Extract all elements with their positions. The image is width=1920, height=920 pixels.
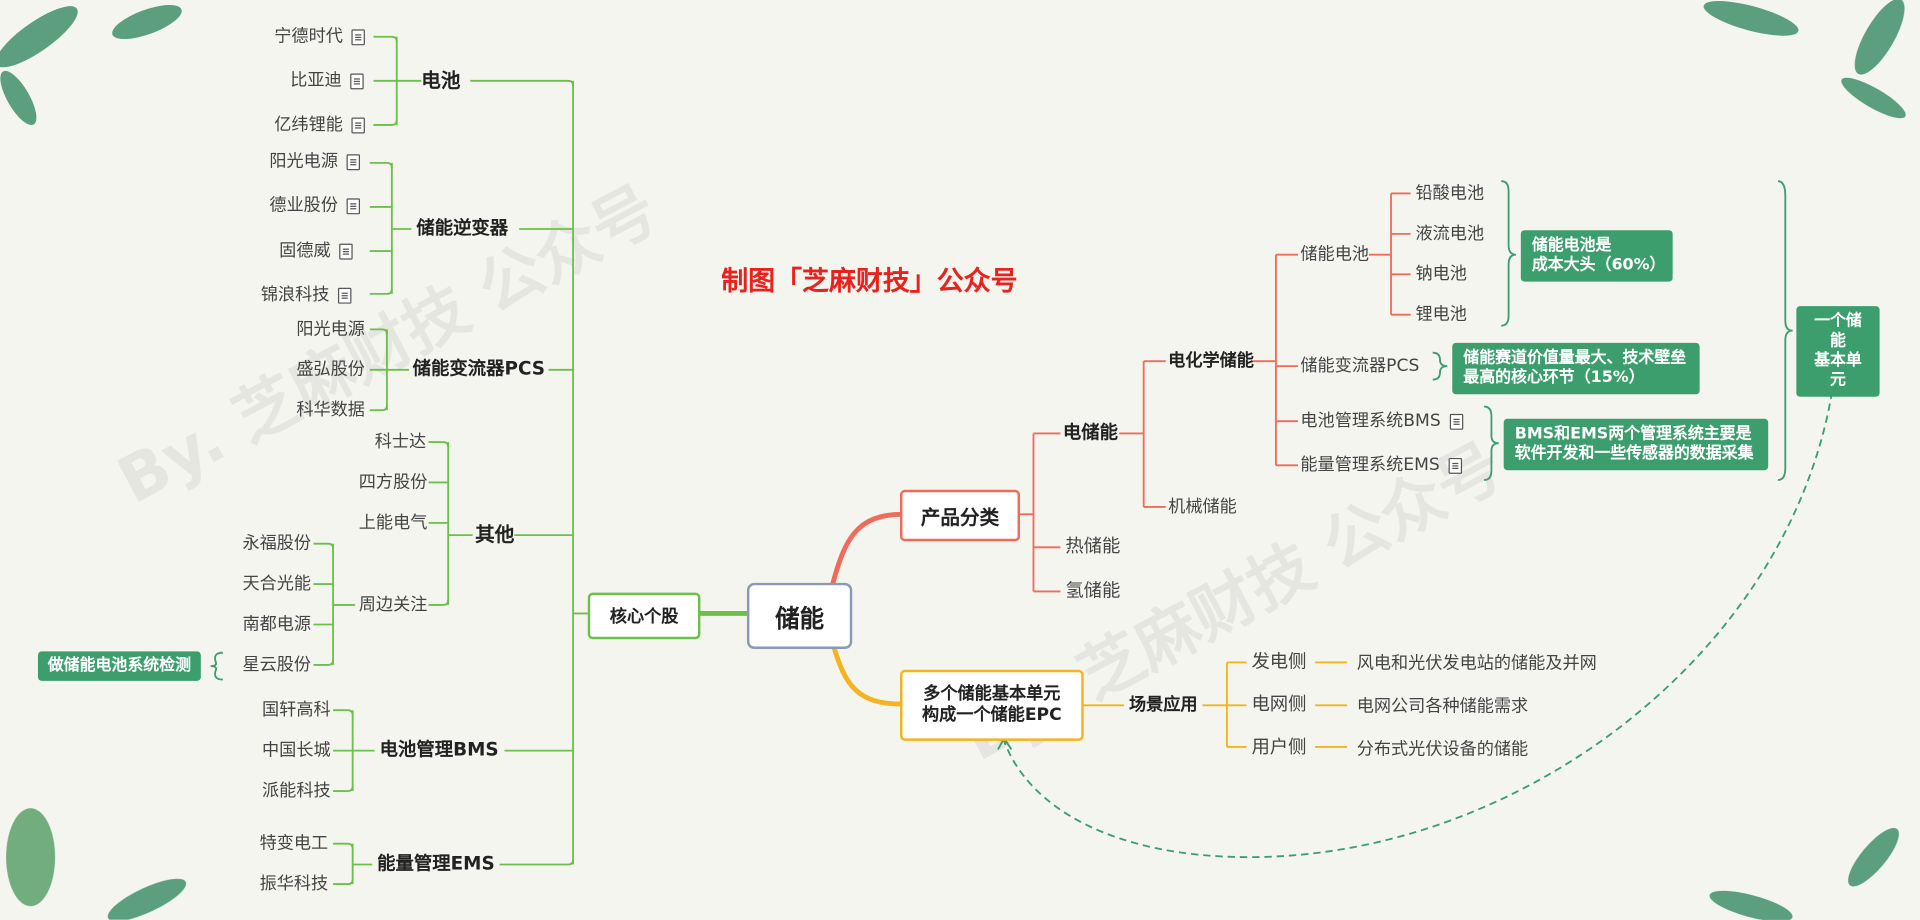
- branch-pcs[interactable]: 储能变流器PCS: [413, 360, 545, 378]
- note-doc-icon[interactable]: [339, 243, 352, 259]
- node-electric-storage[interactable]: 电储能: [1063, 424, 1118, 442]
- hub-core-stocks-label: 核心个股: [610, 604, 679, 628]
- branch-ems[interactable]: 能量管理EMS: [377, 855, 495, 873]
- note-battery-cost[interactable]: 储能电池是 成本大头（60%）: [1521, 230, 1673, 281]
- note-detection[interactable]: 做储能电池系统检测: [38, 651, 201, 680]
- stock-item[interactable]: 中国长城: [262, 742, 331, 759]
- note-pcs-value[interactable]: 储能赛道价值量最大、技术壁垒 最高的核心环节（15%）: [1452, 343, 1699, 394]
- stock-item[interactable]: 阳光电源: [296, 321, 365, 338]
- stock-item[interactable]: 固德威: [279, 242, 352, 259]
- hub-core-stocks[interactable]: 核心个股: [588, 593, 701, 640]
- cell-type[interactable]: 液流电池: [1416, 225, 1485, 242]
- stock-item[interactable]: 国轩高科: [262, 702, 331, 719]
- stock-item[interactable]: 振华科技: [260, 876, 329, 893]
- node-storage-battery[interactable]: 储能电池: [1300, 246, 1369, 263]
- note-doc-icon[interactable]: [347, 198, 360, 214]
- branch-battery[interactable]: 电池: [421, 71, 460, 91]
- center-node[interactable]: 储能: [747, 583, 852, 649]
- stock-item[interactable]: 阳光电源: [269, 153, 360, 170]
- cell-type[interactable]: 锂电池: [1416, 306, 1467, 323]
- note-basic-unit[interactable]: 一个储能 基本单元: [1796, 306, 1879, 397]
- node-pcs[interactable]: 储能变流器PCS: [1300, 358, 1419, 375]
- node-scenario[interactable]: 场景应用: [1129, 697, 1198, 714]
- stock-item[interactable]: 锦浪科技: [261, 287, 352, 304]
- note-doc-icon[interactable]: [1449, 413, 1462, 429]
- node-mechanical[interactable]: 机械储能: [1168, 498, 1237, 515]
- scenario-grid-desc: 电网公司各种储能需求: [1357, 698, 1528, 715]
- center-label: 储能: [775, 598, 824, 634]
- branch-inverter[interactable]: 储能逆变器: [416, 219, 508, 237]
- node-product-category[interactable]: 产品分类: [900, 490, 1020, 541]
- node-epc[interactable]: 多个储能基本单元 构成一个储能EPC: [900, 670, 1084, 741]
- branch-peripheral[interactable]: 周边关注: [359, 596, 428, 613]
- node-electrochemical[interactable]: 电化学储能: [1168, 353, 1254, 370]
- note-doc-icon[interactable]: [338, 287, 351, 303]
- stock-item[interactable]: 亿纬锂能: [274, 116, 365, 133]
- stock-item[interactable]: 宁德时代: [274, 28, 365, 45]
- node-hydrogen-storage[interactable]: 氢储能: [1065, 582, 1120, 600]
- stock-item[interactable]: 南都电源: [242, 616, 311, 633]
- stock-item[interactable]: 科华数据: [296, 402, 365, 419]
- node-ems[interactable]: 能量管理系统EMS: [1300, 457, 1461, 474]
- note-doc-icon[interactable]: [347, 154, 360, 170]
- cell-type[interactable]: 钠电池: [1416, 266, 1467, 283]
- scenario-user-desc: 分布式光伏设备的储能: [1357, 741, 1528, 758]
- stock-item[interactable]: 永福股份: [242, 535, 311, 552]
- scenario-generation-desc: 风电和光伏发电站的储能及并网: [1357, 655, 1597, 672]
- stock-item[interactable]: 星云股份: [242, 656, 311, 673]
- node-heat-storage[interactable]: 热储能: [1065, 538, 1120, 556]
- branch-bms[interactable]: 电池管理BMS: [380, 741, 499, 759]
- branch-other[interactable]: 其他: [475, 525, 514, 545]
- scenario-user[interactable]: 用户侧: [1251, 738, 1306, 756]
- scenario-generation[interactable]: 发电侧: [1251, 653, 1306, 671]
- node-bms[interactable]: 电池管理系统BMS: [1300, 413, 1462, 430]
- stock-item[interactable]: 盛弘股份: [296, 361, 365, 378]
- stock-item[interactable]: 比亚迪: [290, 72, 363, 89]
- note-doc-icon[interactable]: [351, 29, 364, 45]
- cell-type[interactable]: 铅酸电池: [1416, 185, 1485, 202]
- note-bms-ems[interactable]: BMS和EMS两个管理系统主要是 软件开发和一些传感器的数据采集: [1504, 419, 1768, 470]
- note-doc-icon[interactable]: [1448, 457, 1461, 473]
- stock-item[interactable]: 特变电工: [260, 835, 329, 852]
- stock-item[interactable]: 德业股份: [269, 197, 360, 214]
- stock-item[interactable]: 派能科技: [262, 782, 331, 799]
- node-product-category-label: 产品分类: [921, 501, 999, 530]
- scenario-grid[interactable]: 电网侧: [1251, 696, 1306, 714]
- note-doc-icon[interactable]: [350, 73, 363, 89]
- stock-item[interactable]: 天合光能: [242, 576, 311, 593]
- stock-item[interactable]: 上能电气: [359, 514, 428, 531]
- note-doc-icon[interactable]: [351, 117, 364, 133]
- page-title: 制图「芝麻财技」公众号: [721, 269, 1017, 296]
- stock-item[interactable]: 四方股份: [359, 474, 428, 491]
- stock-item[interactable]: 科士达: [375, 433, 426, 450]
